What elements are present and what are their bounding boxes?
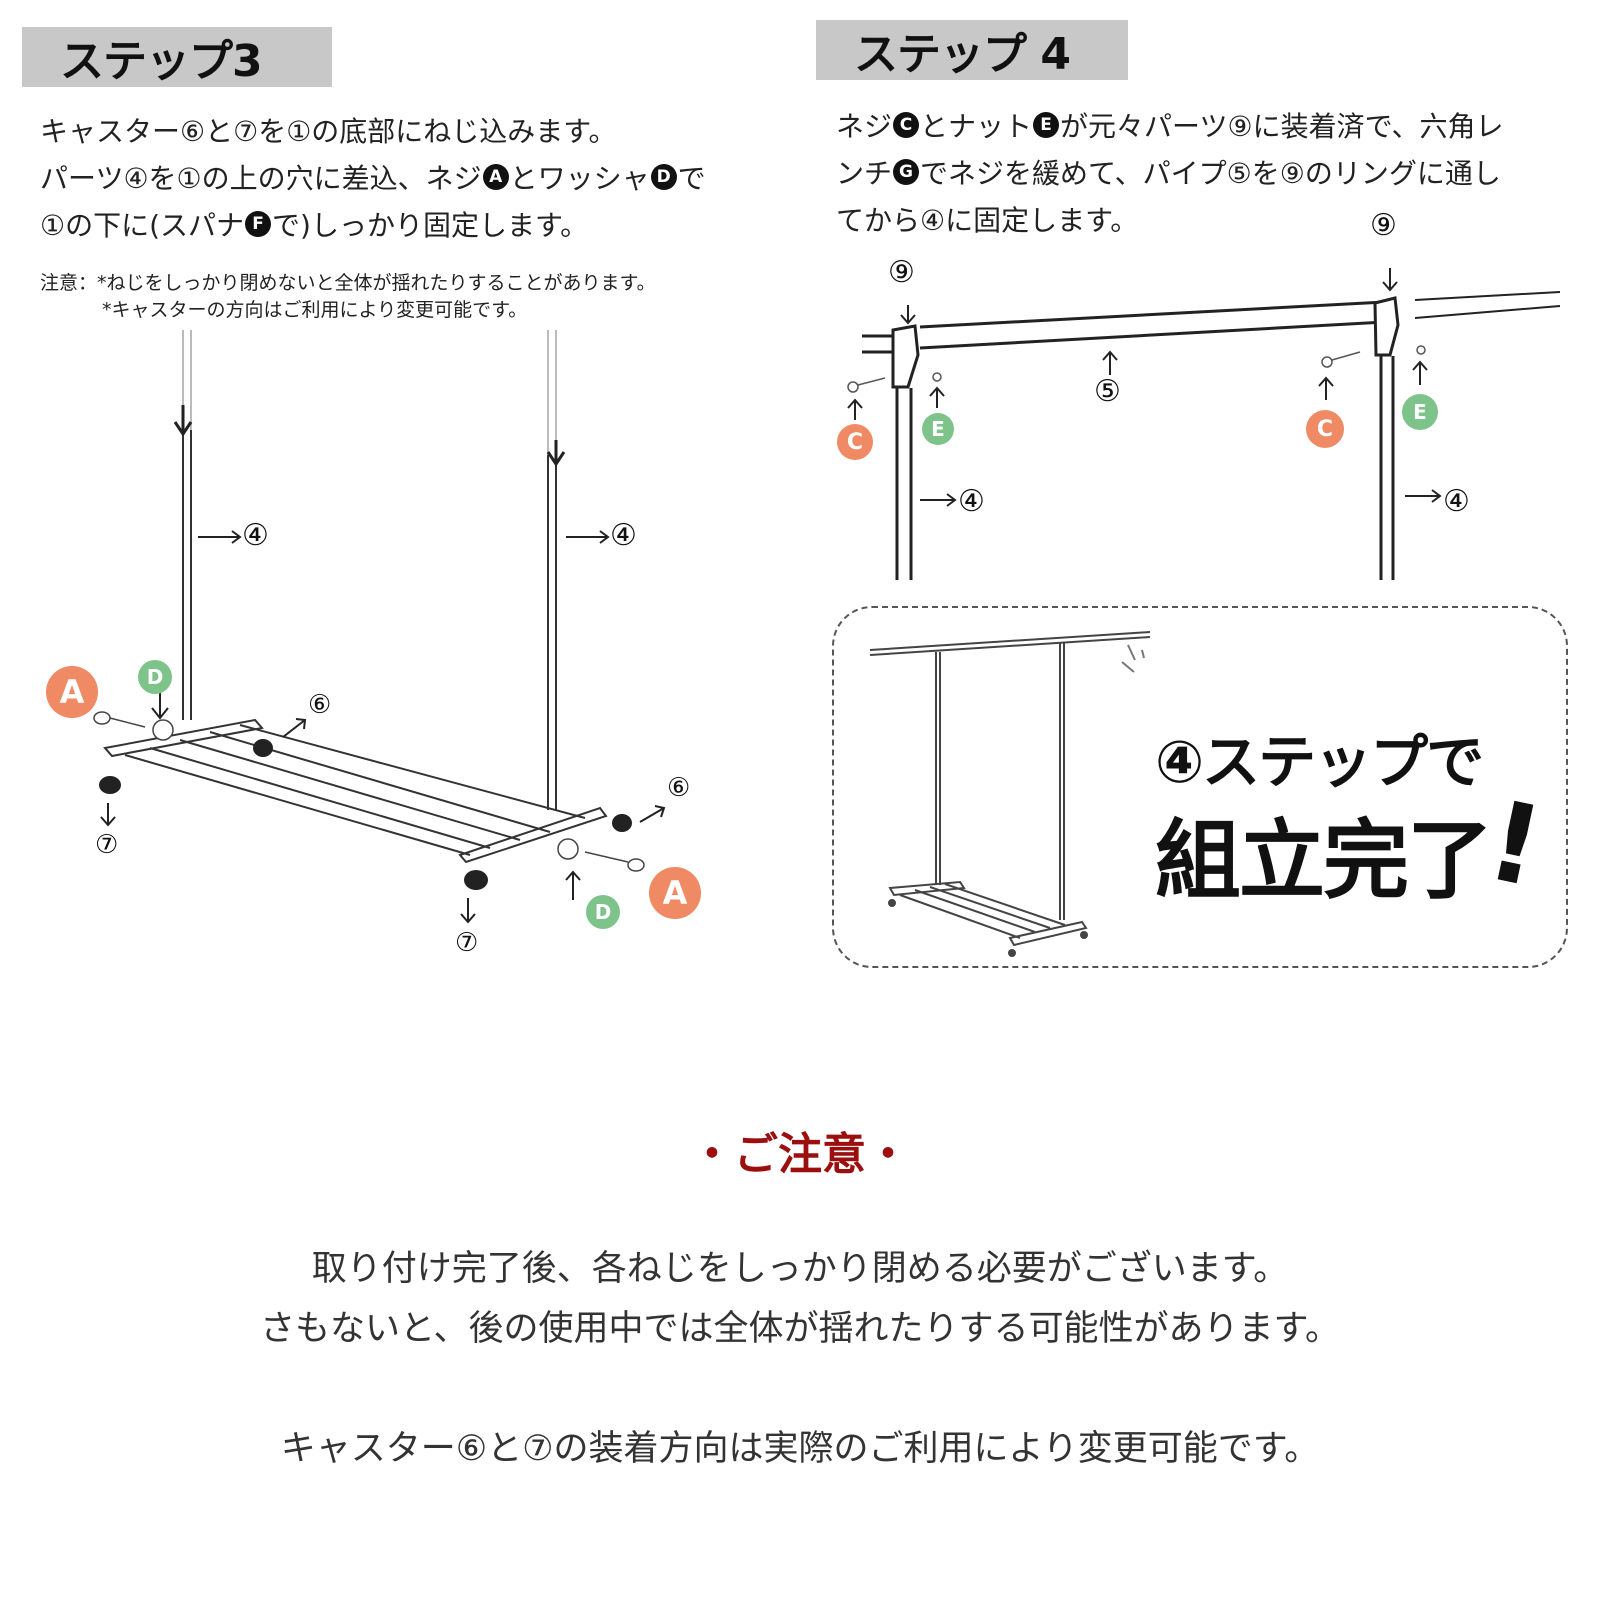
part-badge-e: E <box>1033 112 1060 138</box>
step3-rack-diagram <box>93 330 666 924</box>
caster-icon <box>99 776 121 794</box>
step4-heading-box: ステップ 4 <box>816 20 1128 80</box>
part-label-5: ⑤ <box>1094 374 1121 409</box>
step3-heading-box: ステップ3 <box>22 27 332 87</box>
step3-note: 注意：*ねじをしっかり閉めないと全体が揺れたりすることがあります。 *キャスター… <box>40 270 656 324</box>
part-label-6: ⑥ <box>308 690 332 720</box>
part-label-7: ⑦ <box>95 830 119 860</box>
step3-note-line2: *キャスターの方向はご利用により変更可能です。 <box>102 299 528 321</box>
caster-icon <box>464 870 488 890</box>
part-label-4: ④ <box>610 518 637 553</box>
part-badge-e: E <box>1402 394 1438 430</box>
caution-line3: キャスター⑥と⑦の装着方向は実際のご利用により変更可能です。 <box>280 1429 1320 1469</box>
caution-title: ・ご注意・ <box>690 1129 910 1180</box>
part-label-9: ⑨ <box>888 255 915 290</box>
step4-pipe-diagram <box>847 268 1561 580</box>
caster-icon <box>253 739 273 757</box>
part-badge-a: A <box>482 164 509 190</box>
step3-line1: キャスター⑥と⑦を①の底部にねじ込みます。 <box>40 115 617 148</box>
part-badge-e: E <box>922 413 954 445</box>
part-badge-d: D <box>586 895 620 929</box>
step4-heading: ステップ 4 <box>854 29 1071 80</box>
part-badge-c: C <box>893 112 920 138</box>
part-badge-g: G <box>893 159 920 185</box>
completion-line2: 組立完了 <box>1155 811 1493 911</box>
part-badge-d: D <box>138 660 172 694</box>
step4-line3: てから④に固定します。 <box>836 204 1139 237</box>
completion-line1: ④ステップで <box>1155 728 1484 796</box>
part-badge-a: A <box>46 666 98 718</box>
part-label-9: ⑨ <box>1370 208 1397 243</box>
finished-rack-illustration <box>869 631 1151 957</box>
part-label-7: ⑦ <box>455 928 479 958</box>
part-label-6: ⑥ <box>667 773 691 803</box>
caution-line1: 取り付け完了後、各ねじをしっかり閉める必要がございます。 <box>311 1249 1289 1289</box>
caution-line2: さもないと、後の使用中では全体が揺れたりする可能性があります。 <box>259 1309 1341 1349</box>
part-badge-a: A <box>649 867 701 919</box>
part-label-4: ④ <box>958 484 985 519</box>
caster-icon <box>612 814 632 832</box>
step3-heading: ステップ3 <box>60 36 263 87</box>
part-label-4: ④ <box>242 518 269 553</box>
completion-panel <box>832 606 1568 968</box>
part-badge-f: F <box>245 211 272 237</box>
part-label-4: ④ <box>1443 484 1470 519</box>
step3-note-line1: 注意：*ねじをしっかり閉めないと全体が揺れたりすることがあります。 <box>40 272 656 294</box>
part-badge-d: D <box>650 164 677 190</box>
part-badge-c: C <box>1306 410 1344 448</box>
part-badge-c: C <box>837 424 873 460</box>
